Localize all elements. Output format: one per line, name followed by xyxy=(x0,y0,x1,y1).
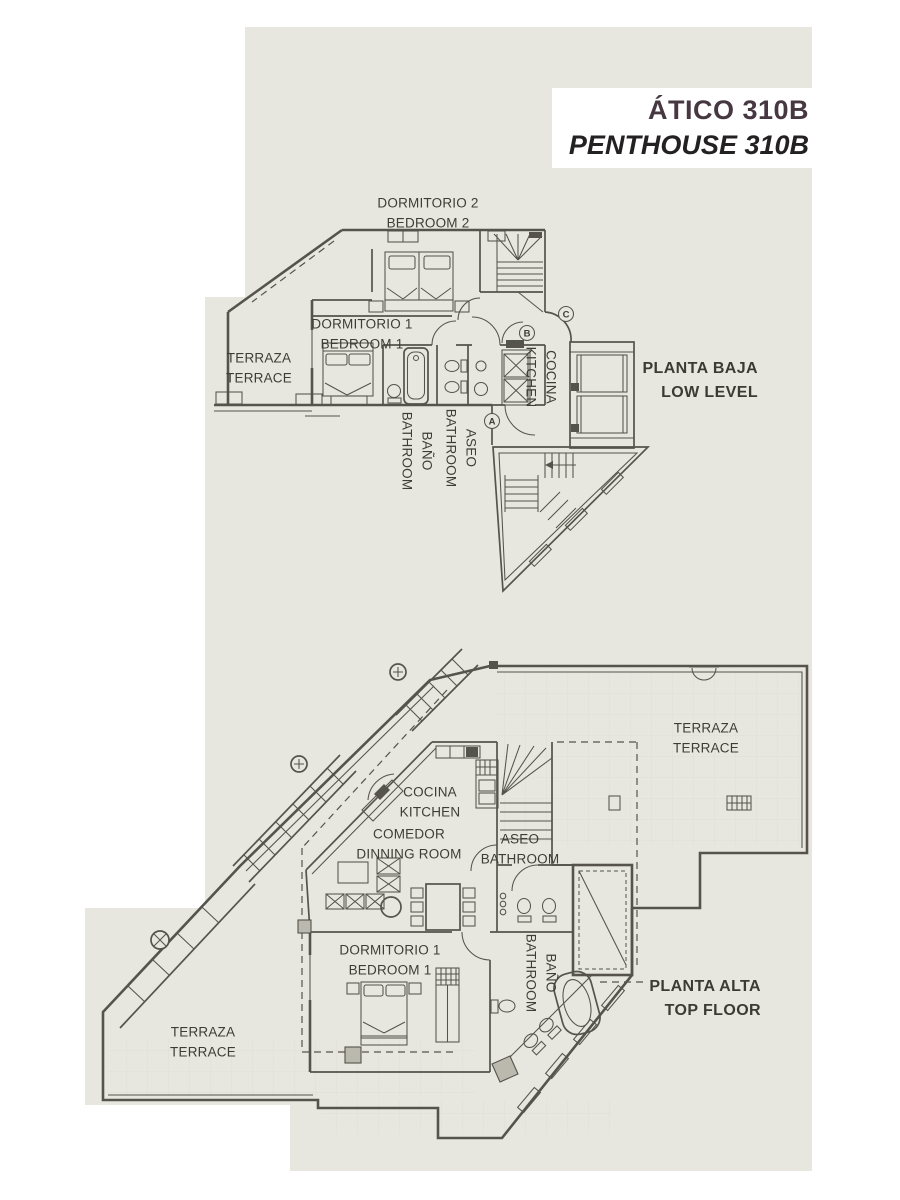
label-line: ASEO xyxy=(500,831,540,847)
column-marker xyxy=(344,1046,362,1064)
label-line: TERRAZA xyxy=(673,720,739,736)
exterior-stairs-middle xyxy=(232,754,357,883)
kitchen-counters-lower xyxy=(361,745,499,822)
label-line: BEDROOM 2 xyxy=(386,215,470,230)
label-line: KITCHEN xyxy=(524,346,539,408)
lower-plan-name: PLANTA ALTA TOP FLOOR xyxy=(649,975,761,1023)
label-kitchen-lower: COCINA KITCHEN xyxy=(400,782,461,821)
door-arc-bedroom-lower xyxy=(461,931,491,961)
label-line: BATHROOM xyxy=(400,411,415,491)
label-bedroom2-upper: DORMITORIO 2 BEDROOM 2 xyxy=(377,193,478,232)
diagonal-glazing-panels xyxy=(516,984,626,1114)
label-line: COCINA xyxy=(403,784,457,800)
stairwell-shaft-block xyxy=(571,863,634,977)
sink-upper xyxy=(386,383,402,399)
upper-stairs xyxy=(480,233,544,313)
label-line: DORMITORIO 1 xyxy=(339,942,441,958)
page-subtitle: PENTHOUSE 310B xyxy=(568,130,809,160)
upper-stairwell-triangle xyxy=(492,446,651,593)
lower-plan-drawing xyxy=(101,648,809,1140)
label-bathroom-lower: BAÑO BATHROOM xyxy=(521,934,560,1013)
label-line: TERRACE xyxy=(673,740,739,755)
bathroom-lower xyxy=(490,970,601,1083)
plan-name-line: PLANTA ALTA xyxy=(649,978,761,995)
pergola-band-lower-left xyxy=(119,883,256,1029)
label-line: DORMITORIO 2 xyxy=(377,195,479,211)
label-line: TERRAZA xyxy=(226,350,292,366)
column-marker xyxy=(297,919,312,934)
label-dining-lower: COMEDOR DINNING ROOM xyxy=(356,824,461,863)
bed-double-lower xyxy=(346,981,422,1046)
label-toilet-lower: ASEO BATHROOM xyxy=(481,829,560,868)
bed-double-bedroom1 xyxy=(295,342,374,406)
label-line: BEDROOM 1 xyxy=(320,336,404,351)
label-line: TERRAZA xyxy=(170,1024,236,1040)
kitchen-counter-upper xyxy=(473,340,531,406)
label-line: ASEO xyxy=(463,428,479,468)
label-line: DORMITORIO 1 xyxy=(311,316,413,332)
label-line: KITCHEN xyxy=(399,804,461,819)
label-line: BAÑO xyxy=(419,431,435,471)
label-terrace-lower-plan-top: TERRAZA TERRACE xyxy=(673,718,739,757)
marker-c: C xyxy=(563,310,570,321)
toilet-bidet-upper xyxy=(444,359,468,394)
label-terrace-lower-plan-bottom: TERRAZA TERRACE xyxy=(170,1022,236,1061)
plan-name-line: LOW LEVEL xyxy=(661,384,758,401)
label-toilet-upper: ASEO BATHROOM xyxy=(441,409,480,488)
bathtub-upper xyxy=(403,347,429,405)
label-bedroom1-upper: DORMITORIO 1 BEDROOM 1 xyxy=(311,314,412,353)
marker-b: B xyxy=(524,329,531,340)
terrace-vent-grid xyxy=(726,795,752,811)
label-line: TERRACE xyxy=(170,1044,236,1059)
label-kitchen-upper: COCINA KITCHEN xyxy=(521,347,560,408)
title-block: ÁTICO 310B PENTHOUSE 310B xyxy=(552,88,812,168)
wardrobe-lower xyxy=(435,967,460,1043)
label-line: DINNING ROOM xyxy=(356,846,462,861)
label-bedroom1-lower: DORMITORIO 1 BEDROOM 1 xyxy=(339,940,440,979)
terrace-table xyxy=(689,666,719,681)
label-line: BATHROOM xyxy=(480,851,560,866)
exterior-stairs-top xyxy=(389,648,479,732)
label-bathroom-upper: BAÑO BATHROOM xyxy=(397,412,436,491)
elevator-shafts xyxy=(569,341,635,449)
label-line: BAÑO xyxy=(543,953,559,993)
door-arcs-upper xyxy=(431,297,536,436)
plan-name-line: TOP FLOOR xyxy=(664,1002,761,1019)
dashed-roof-boundary xyxy=(301,689,648,1053)
label-line: COMEDOR xyxy=(373,826,445,842)
marker-a: A xyxy=(489,417,496,428)
label-terrace-upper-plan: TERRAZA TERRACE xyxy=(226,348,292,387)
label-line: BEDROOM 1 xyxy=(348,962,432,977)
upper-plan-drawing: C B A xyxy=(214,228,651,593)
label-line: BATHROOM xyxy=(444,408,459,488)
label-line: TERRACE xyxy=(226,370,292,385)
upper-plan-name: PLANTA BAJA LOW LEVEL xyxy=(642,357,758,405)
label-line: BATHROOM xyxy=(524,933,539,1013)
lower-interior-stairs xyxy=(470,743,553,872)
living-dining-furniture xyxy=(325,857,476,931)
bed-double-bedroom2 xyxy=(368,251,470,313)
label-line: COCINA xyxy=(543,350,559,404)
toilet-bidet-lower-aseo xyxy=(499,892,557,923)
plan-name-line: PLANTA BAJA xyxy=(642,360,758,377)
page-title: ÁTICO 310B xyxy=(647,94,809,125)
